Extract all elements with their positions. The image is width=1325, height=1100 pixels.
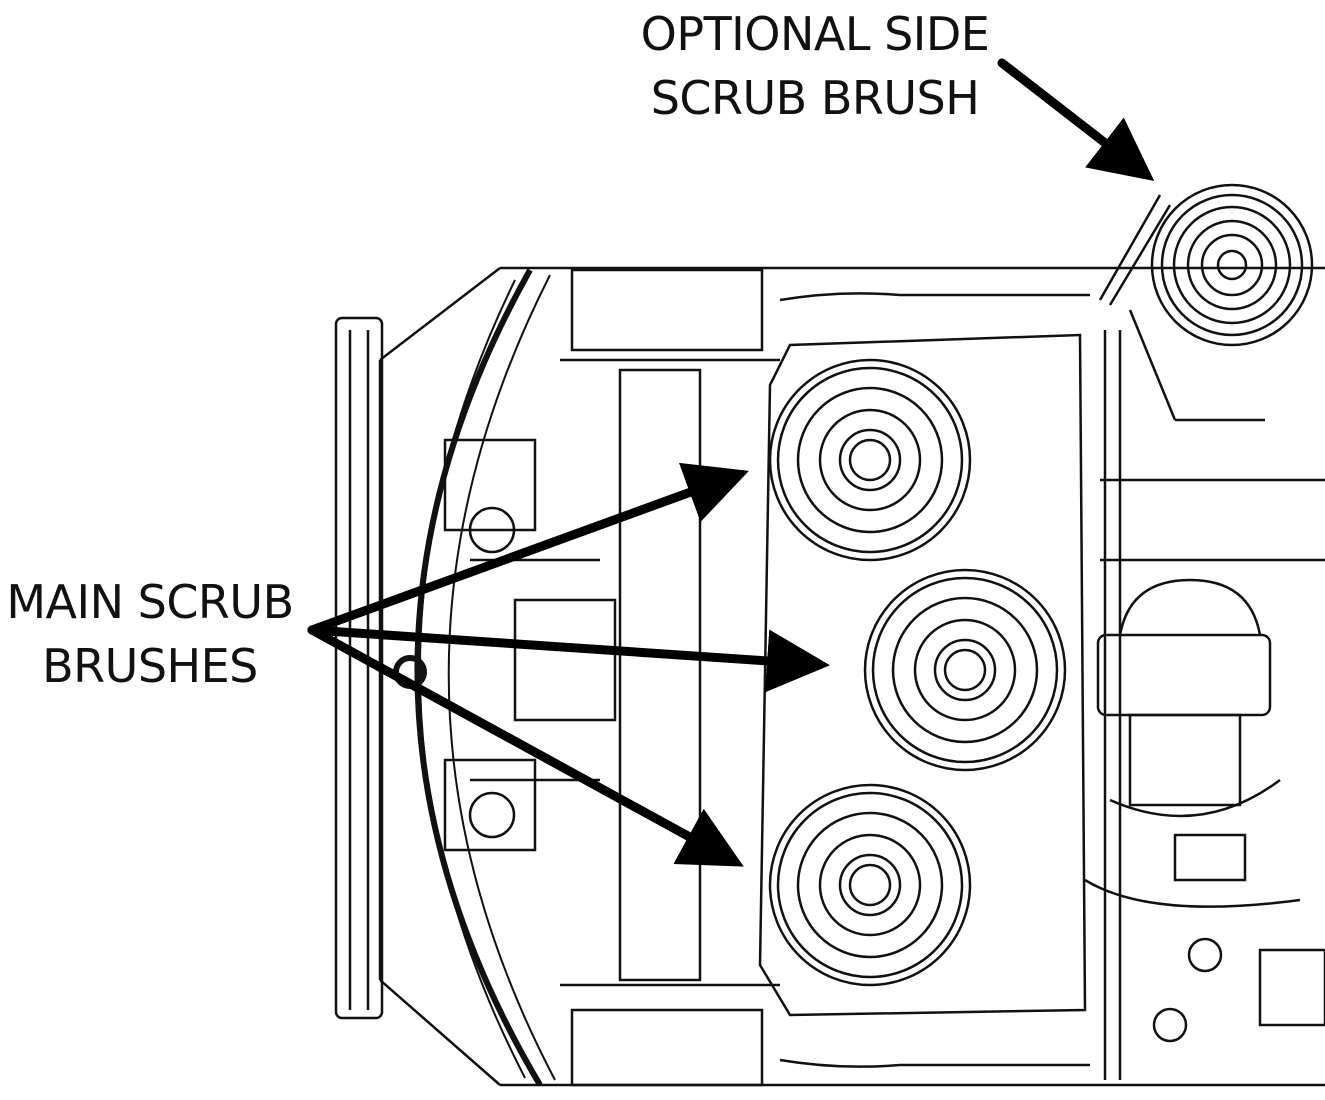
top-box [570,268,764,352]
main-brush-middle [863,568,1067,772]
bottom-box [570,1008,764,1087]
arrow-main-top [307,462,749,635]
main-brush-top [768,358,972,562]
brush-deck-plate [758,333,1087,1017]
arrow-main-middle [307,625,830,693]
arrow-main-bottom [307,625,744,867]
label-line-2: BRUSHES [42,639,258,693]
main-scrub-brushes-label: MAIN SCRUB BRUSHES [0,570,300,698]
label-line-2: SCRUB BRUSH [650,71,980,125]
chassis-frame [378,266,1325,1087]
side-brush [1098,183,1314,422]
label-line-1: MAIN SCRUB [6,575,294,629]
squeegee-arc [414,268,543,1087]
label-line-1: OPTIONAL SIDE [640,7,990,61]
optional-side-scrub-brush-label: OPTIONAL SIDE SCRUB BRUSH [620,2,1010,130]
motor-housing [1096,633,1272,717]
center-column [618,368,702,982]
arrow-side-brush [997,58,1155,182]
main-brush-bottom [768,783,972,987]
